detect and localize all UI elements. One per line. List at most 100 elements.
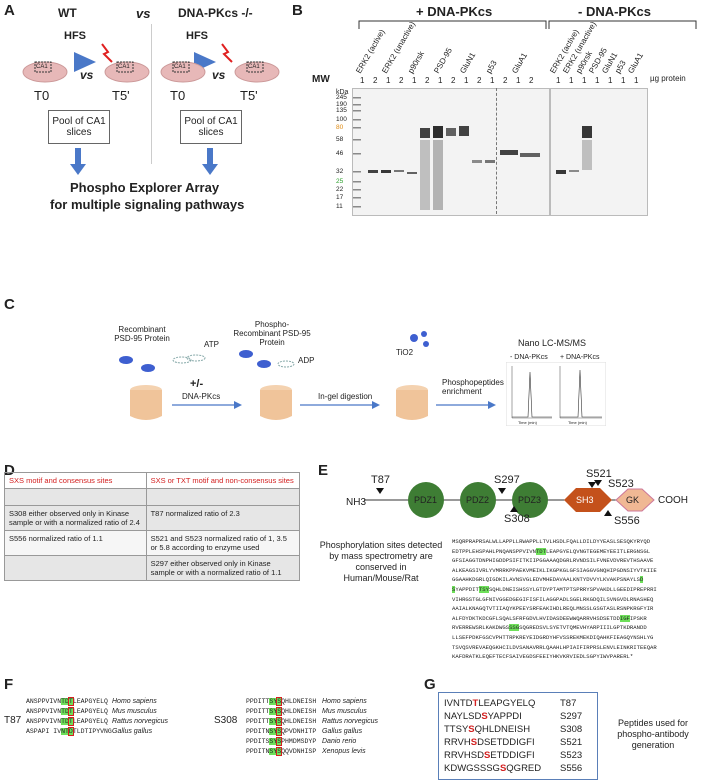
slice-icon-wt-t0 (22, 61, 68, 83)
gel-band (353, 127, 361, 129)
gel-band (556, 170, 566, 174)
protein-amount: 1 (569, 76, 574, 85)
minus-dnapkcs-header: - DNA-PKcs (578, 4, 651, 19)
species-name: Rattus norvegicus (322, 718, 379, 725)
gel-band (394, 170, 404, 172)
ladder-tick-label: 100 (336, 116, 347, 123)
phospho-residue: S (468, 724, 475, 735)
array-title-1: Phospho Explorer Array (70, 180, 220, 195)
t5-label-ko: T5' (240, 88, 258, 103)
protein-amount: 1 (634, 76, 639, 85)
t0-label-wt: T0 (34, 88, 50, 103)
ladder-tick-label: 190 (336, 101, 347, 108)
array-title-2: for multiple signaling pathways (50, 197, 245, 212)
slice-label-ko-t5: CA1 (248, 64, 260, 70)
down-arrow-icon-ko (202, 148, 218, 175)
arrow-icon-c2 (300, 401, 380, 409)
phospho-site-highlight: D (639, 576, 644, 584)
down-arrow-icon-wt (70, 148, 86, 175)
ladder-tick-label: 25 (336, 178, 344, 185)
slice-label-ko-t0: CA1 (174, 64, 186, 70)
t5-label-wt: T5' (112, 88, 130, 103)
ladder-tick-label: 58 (336, 136, 344, 143)
domain-sh3: SH3 (576, 495, 594, 505)
gel-band (420, 140, 430, 210)
sequence-line: EDTPPLEHSPAHLPNQANSPPVIVNTDTLEAPGYELQVNG… (452, 547, 651, 555)
sequence-line: KAFDRATKLEQEFTECFSAIVEGDSFEEIYHKVKRVIEDL… (452, 653, 634, 661)
table-header-col2: SXS or TXT motif and non-consensus sites (145, 472, 301, 489)
ladder-tick-label: 22 (336, 186, 344, 193)
hfs-label-wt: HFS (64, 30, 86, 42)
species-name: Homo sapiens (322, 698, 367, 705)
conserved-motif-highlight: SYS (269, 707, 283, 716)
table-row: S308 either observed only in Kinase samp… (4, 505, 301, 531)
gel-band (569, 170, 579, 172)
panel-a-label: A (4, 2, 15, 19)
adp-label: ADP (298, 356, 315, 365)
pool-box-ko: Pool of CA1 slices (180, 110, 242, 144)
species-name: Mus musculus (322, 708, 367, 715)
table-cell: S308 either observed only in Kinase samp… (4, 505, 147, 531)
phospho-recombinant-text: Phospho-Recombinant PSD-95 Protein (233, 320, 311, 347)
phospho-residue: S (481, 711, 488, 722)
domain-pdz3: PDZ3 (518, 495, 542, 505)
plus-dnapkcs-header: + DNA-PKcs (416, 4, 493, 19)
gel-band (381, 170, 391, 173)
site-t87: T87 (371, 474, 390, 486)
peptide-row: IVNTDTLEAPGYELQ (444, 698, 536, 709)
protein-amount: 1 (464, 76, 469, 85)
sequence-line: GFSIAGGTDNPHIGDDPSIFITKIIPGGAAAQDGRLRVND… (452, 557, 654, 565)
alignment-sequence: PPDITNSYSQQVDNHISP (246, 747, 317, 756)
ug-protein-label: µg protein (650, 74, 686, 83)
vs-label: vs (136, 6, 151, 21)
phospho-protein-icon (239, 350, 295, 368)
peptide-site-name: S521 (560, 737, 583, 748)
alignment-sequence: PPDITNSYSQPVDNHITP (246, 727, 317, 736)
table-cell: S556 normalized ratio of 1.1 (4, 530, 147, 556)
gel-band (582, 126, 592, 138)
gel-band (582, 140, 592, 170)
protein-amount: 1 (608, 76, 613, 85)
protein-amount: 2 (425, 76, 430, 85)
vs-small-wt: vs (80, 68, 94, 82)
conserved-motif-highlight: SYS (269, 737, 283, 746)
sequence-line: GGAAHKDGRLQIGDKILAVNSVGLEDVMHEDAVAALKNTY… (452, 576, 644, 584)
ms-minus-label: - DNA-PKcs (510, 354, 548, 361)
protein-blobs-icon (119, 354, 206, 372)
table-cell (4, 555, 147, 581)
table-cell (145, 488, 301, 506)
sequence-line: ALFDYDKTKDCGFLSQALSFRFGDVLHVIDASDEEWWQAR… (452, 614, 647, 622)
conserved-motif-highlight: TDT (61, 697, 74, 706)
site-s523: S523 (608, 478, 634, 490)
slice-label-wt-t0: CA1 (36, 64, 48, 70)
protein-amount: 2 (399, 76, 404, 85)
protein-amount: 1 (386, 76, 391, 85)
peptide-row: NAYLSDSYAPPDI (444, 711, 522, 722)
phospho-recombinant-label: Phospho-Recombinant PSD-95 Protein (232, 320, 312, 347)
conserved-motif-highlight: TDT (61, 717, 74, 726)
protein-amount: 2 (503, 76, 508, 85)
sequence-line: LLSEFPDKFGSCVPHTTRPKREYEIDGRDYHFVSSREKME… (452, 634, 654, 641)
protein-amount: 2 (451, 76, 456, 85)
peptide-row: KDWGSSSGSQGRED (444, 763, 542, 774)
gel-band (353, 189, 361, 191)
gel-band (353, 104, 361, 106)
alignment-sequence: PPDITTSYSQHLDNEISH (246, 717, 317, 726)
protein-amount: 2 (373, 76, 378, 85)
bracket-minus (548, 20, 697, 29)
protein-amount: 1 (360, 76, 365, 85)
species-name: Homo sapiens (112, 698, 157, 705)
tube-icon-2 (260, 385, 292, 420)
conserved-motif-highlight: SYS (269, 717, 283, 726)
protein-amount: 1 (595, 76, 600, 85)
peptide-site-name: T87 (560, 698, 577, 709)
site-s556: S556 (614, 515, 640, 527)
ingel-label: In-gel digestion (318, 392, 373, 401)
sequence-line: SYAPPDITTSYSQHLDNEISHSSYLGTDYPTAMTPTSPRR… (452, 586, 657, 593)
dnapkcs-label: DNA-PKcs (182, 392, 221, 401)
arrow-icon-c1 (172, 401, 242, 409)
gel-band (368, 170, 378, 173)
protein-amount: 1 (556, 76, 561, 85)
peptide-site-name: S556 (560, 763, 583, 774)
panel-b-label: B (292, 2, 303, 19)
